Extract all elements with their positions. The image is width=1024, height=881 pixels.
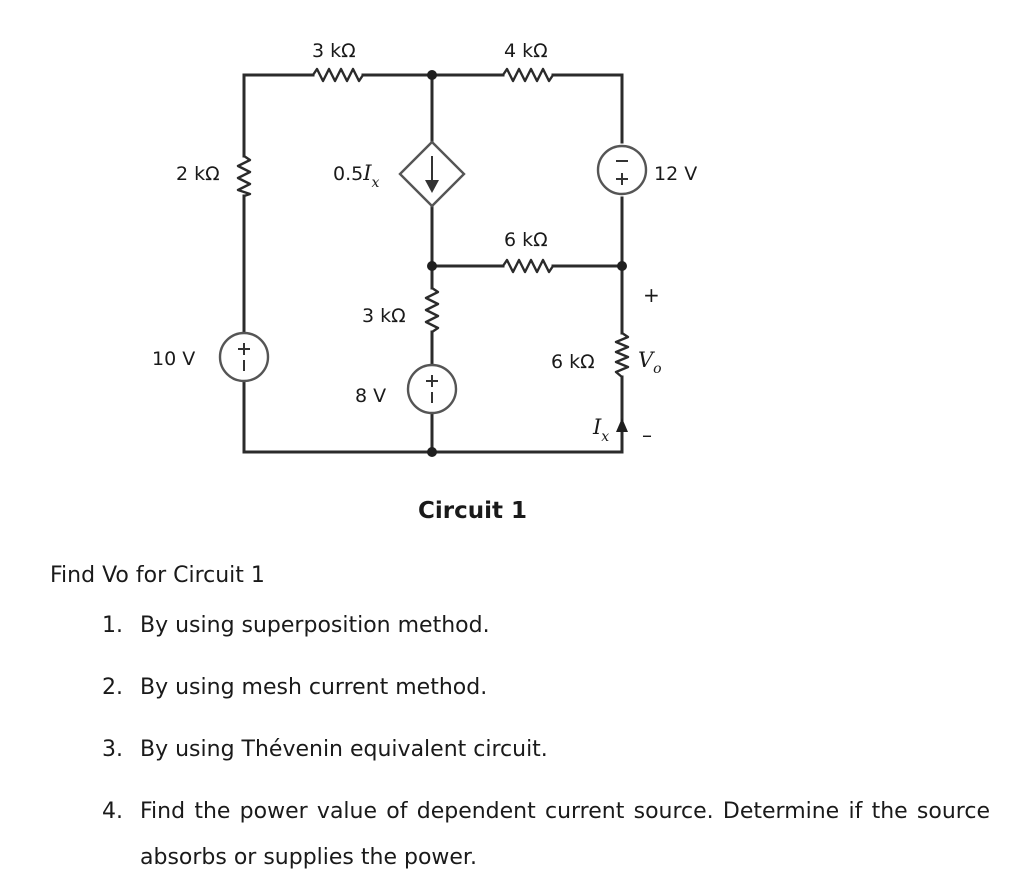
label-3k-vertical: 3 kΩ [362,305,406,327]
vo-plus-sign: + [643,283,660,307]
label-8v: 8 V [355,385,386,407]
resistor-3k-vertical [424,287,440,333]
dependent-current-source [398,140,466,208]
resistor-6k-horizontal [502,258,554,274]
voltage-source-10v [218,331,270,383]
question-item: By using superposition method. [130,603,990,649]
resistor-3k-top [312,67,364,83]
resistor-4k-top [502,67,554,83]
junction-nodes [427,70,627,457]
label-12v: 12 V [654,163,697,185]
question-item: By using mesh current method. [130,665,990,711]
resistor-2k-left [236,155,252,198]
ix-arrow-icon [616,418,628,432]
circuit-caption: Circuit 1 [418,498,528,524]
label-vo: Vo [638,348,662,377]
resistor-6k-right [614,332,630,378]
problem-statement: Find Vo for Circuit 1 By using superposi… [50,561,990,881]
label-ix: Ix [592,415,609,445]
label-4k-top: 4 kΩ [504,40,548,62]
problem-prompt: Find Vo for Circuit 1 [50,563,265,588]
label-6k-horizontal: 6 kΩ [504,229,548,251]
question-item: Find the power value of dependent curren… [130,789,990,881]
voltage-source-8v [406,363,458,415]
label-6k-right: 6 kΩ [551,351,595,373]
label-3k-top: 3 kΩ [312,40,356,62]
circuit-diagram: 3 kΩ 4 kΩ 2 kΩ 0.5Ix 12 V 6 kΩ 3 kΩ 10 V… [152,40,697,457]
vo-minus-sign: – [642,423,652,447]
label-2k-left: 2 kΩ [176,163,220,185]
question-item: By using Thévenin equivalent circuit. [130,727,990,773]
question-list: By using superposition method. By using … [50,603,990,881]
label-dependent-source: 0.5Ix [333,161,380,191]
label-10v: 10 V [152,348,195,370]
voltage-source-12v [596,144,648,196]
